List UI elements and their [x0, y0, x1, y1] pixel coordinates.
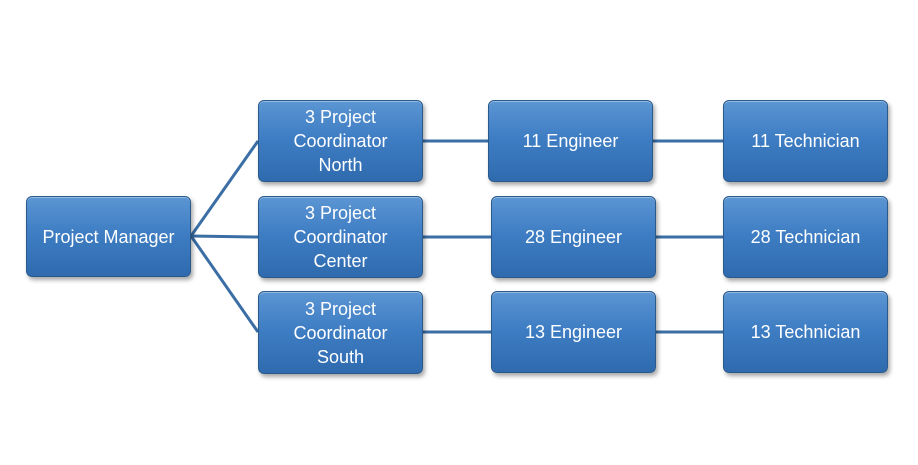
coordinator-south-node: 3 Project Coordinator South [258, 291, 423, 374]
engineer-south-label: 13 Engineer [524, 322, 623, 342]
project-manager-label: Project Manager [42, 226, 175, 247]
coordinator-south-label: 3 Project Coordinator South [293, 298, 388, 367]
technician-south-label: 13 Technician [750, 322, 861, 342]
engineer-north-node: 11 Engineer [488, 100, 653, 182]
technician-south-node: 13 Technician [723, 291, 888, 373]
project-manager-node: Project Manager [26, 196, 191, 277]
connector-manager-center [190, 234, 259, 239]
engineer-south-node: 13 Engineer [491, 291, 656, 373]
connector-manager-south [189, 235, 260, 333]
engineer-center-label: 28 Engineer [524, 227, 623, 247]
coordinator-north-node: 3 Project Coordinator North [258, 100, 423, 182]
coordinator-center-label: 3 Project Coordinator Center [293, 203, 388, 271]
technician-north-node: 11 Technician [723, 100, 888, 182]
technician-north-label: 11 Technician [751, 131, 860, 151]
technician-center-label: 28 Technician [750, 227, 861, 247]
engineer-center-node: 28 Engineer [491, 196, 656, 278]
coordinator-north-label: 3 Project Coordinator North [293, 107, 388, 175]
technician-center-node: 28 Technician [723, 196, 888, 278]
engineer-north-label: 11 Engineer [522, 131, 619, 151]
connector-manager-north [189, 140, 260, 237]
coordinator-center-node: 3 Project Coordinator Center [258, 196, 423, 278]
